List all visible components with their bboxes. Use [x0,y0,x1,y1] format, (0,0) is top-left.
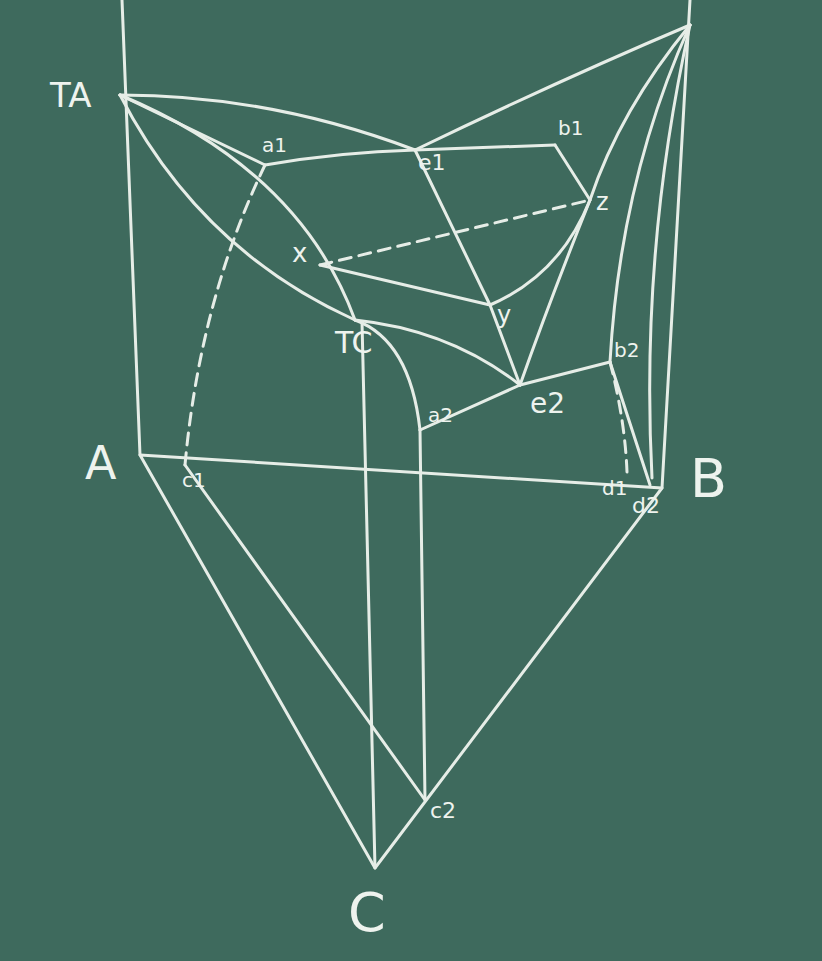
point-label: c1 [182,470,206,490]
point-label: d2 [632,495,660,517]
point-label: TC [335,328,373,358]
point-label: B [690,452,727,506]
point-label: b2 [614,340,639,360]
point-label: TA [50,78,91,112]
point-label: b1 [558,118,583,138]
point-label: a2 [428,405,453,425]
point-label: z [596,190,609,214]
point-label: e2 [530,390,565,418]
point-label: a1 [262,135,287,155]
point-label: e1 [418,152,446,174]
point-label: A [85,440,116,486]
point-label: C [348,886,386,940]
point-label: d1 [602,478,627,498]
point-label: x [292,240,307,266]
point-label: c2 [430,800,456,822]
point-label: y [497,303,511,327]
